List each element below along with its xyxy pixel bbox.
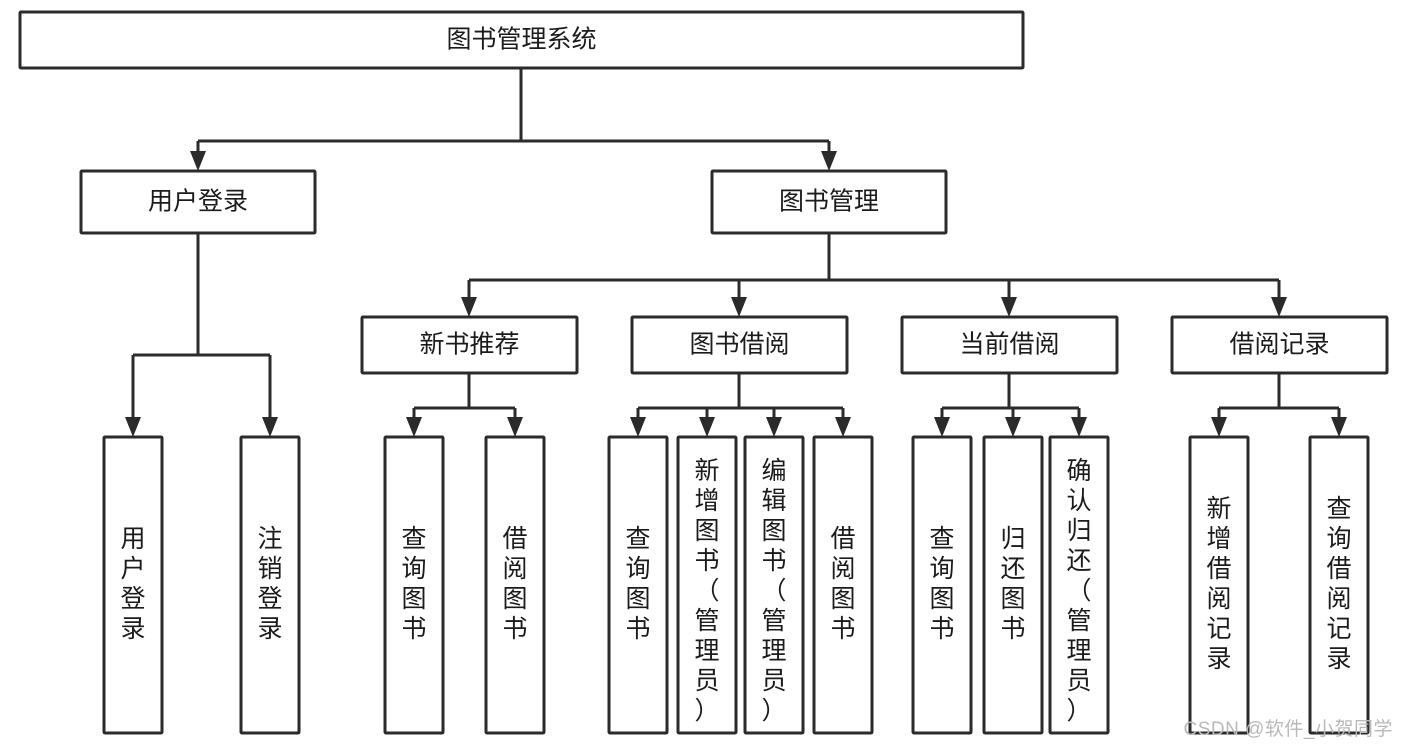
node-leaf-0[interactable]: 用户登录: [102, 435, 164, 735]
node-label: 借阅图书: [830, 525, 855, 643]
node-label: 图书管理: [779, 188, 879, 216]
arrow-head-icon: [630, 417, 646, 437]
node-leaf-1[interactable]: 注销登录: [239, 435, 301, 735]
node-leaf-2[interactable]: 查询图书: [383, 435, 445, 735]
node-leaf-7[interactable]: 借阅图书: [812, 435, 874, 735]
arrow-head-icon: [1005, 417, 1021, 437]
node-leaf-4[interactable]: 查询图书: [607, 435, 669, 735]
arrow-head-icon: [766, 417, 782, 437]
arrow-head-icon: [190, 151, 206, 171]
node-box[interactable]: [102, 435, 164, 735]
node-leaf-11[interactable]: 新增借阅记录: [1188, 435, 1250, 735]
node-leaf-3[interactable]: 借阅图书: [484, 435, 546, 735]
arrow-head-icon: [1211, 417, 1227, 437]
node-label: 当前借阅: [959, 331, 1059, 359]
node-label: 查询借阅记录: [1326, 495, 1351, 673]
node-leaf-8[interactable]: 查询图书: [911, 435, 973, 735]
arrow-head-icon: [934, 417, 950, 437]
node-layer: 图书管理系统用户登录图书管理新书推荐图书借阅当前借阅借阅记录用户登录注销登录查询…: [18, 10, 1389, 735]
node-box[interactable]: [239, 435, 301, 735]
node-box[interactable]: [676, 435, 738, 735]
node-box[interactable]: [360, 315, 579, 375]
node-box[interactable]: [1048, 435, 1110, 735]
node-label: 归还图书: [1000, 525, 1025, 643]
connector-layer: [125, 68, 1347, 437]
node-leaf-10[interactable]: 确认归还（管理员）: [1048, 435, 1110, 735]
node-label: 新增借阅记录: [1206, 495, 1231, 673]
arrow-head-icon: [1071, 417, 1087, 437]
arrow-head-icon: [125, 417, 141, 437]
arrow-head-icon: [406, 417, 422, 437]
node-label: 图书借阅: [689, 331, 789, 359]
node-box[interactable]: [812, 435, 874, 735]
node-box[interactable]: [18, 10, 1025, 70]
node-label: 查询图书: [625, 525, 650, 643]
node-box[interactable]: [911, 435, 973, 735]
node-leaf-9[interactable]: 归还图书: [982, 435, 1044, 735]
arrow-head-icon: [699, 417, 715, 437]
arrow-head-icon: [1271, 297, 1287, 317]
node-box[interactable]: [1308, 435, 1370, 735]
node-box[interactable]: [900, 315, 1119, 375]
node-label: 用户登录: [148, 188, 248, 216]
node-leaf-12[interactable]: 查询借阅记录: [1308, 435, 1370, 735]
node-level2-1[interactable]: 图书管理: [710, 169, 948, 235]
node-root[interactable]: 图书管理系统: [18, 10, 1025, 70]
arrow-head-icon: [835, 417, 851, 437]
node-box[interactable]: [383, 435, 445, 735]
node-box[interactable]: [630, 315, 849, 375]
node-label: 新书推荐: [419, 331, 519, 359]
node-label: 用户登录: [120, 525, 145, 643]
arrow-head-icon: [1001, 297, 1017, 317]
node-box[interactable]: [743, 435, 805, 735]
node-leaf-6[interactable]: 编辑图书（管理员）: [743, 435, 805, 735]
node-label: 编辑图书（管理员）: [761, 457, 786, 725]
node-label: 注销登录: [257, 525, 282, 643]
arrow-head-icon: [461, 297, 477, 317]
node-box[interactable]: [484, 435, 546, 735]
arrow-head-icon: [731, 297, 747, 317]
node-leaf-5[interactable]: 新增图书（管理员）: [676, 435, 738, 735]
arrow-head-icon: [821, 151, 837, 171]
node-label: 借阅记录: [1229, 331, 1329, 359]
node-label: 借阅图书: [502, 525, 527, 643]
node-label: 图书管理系统: [446, 26, 596, 54]
node-box[interactable]: [79, 169, 317, 235]
node-level3-2[interactable]: 当前借阅: [900, 315, 1119, 375]
arrow-head-icon: [507, 417, 523, 437]
node-box[interactable]: [1188, 435, 1250, 735]
node-label: 查询图书: [929, 525, 954, 643]
arrow-head-icon: [262, 417, 278, 437]
node-level3-3[interactable]: 借阅记录: [1170, 315, 1389, 375]
arrow-head-icon: [1331, 417, 1347, 437]
node-level3-1[interactable]: 图书借阅: [630, 315, 849, 375]
node-box[interactable]: [607, 435, 669, 735]
node-box[interactable]: [710, 169, 948, 235]
node-box[interactable]: [1170, 315, 1389, 375]
node-box[interactable]: [982, 435, 1044, 735]
node-level3-0[interactable]: 新书推荐: [360, 315, 579, 375]
node-label: 确认归还（管理员）: [1066, 457, 1091, 725]
node-label: 新增图书（管理员）: [694, 457, 719, 725]
node-label: 查询图书: [401, 525, 426, 643]
node-level2-0[interactable]: 用户登录: [79, 169, 317, 235]
